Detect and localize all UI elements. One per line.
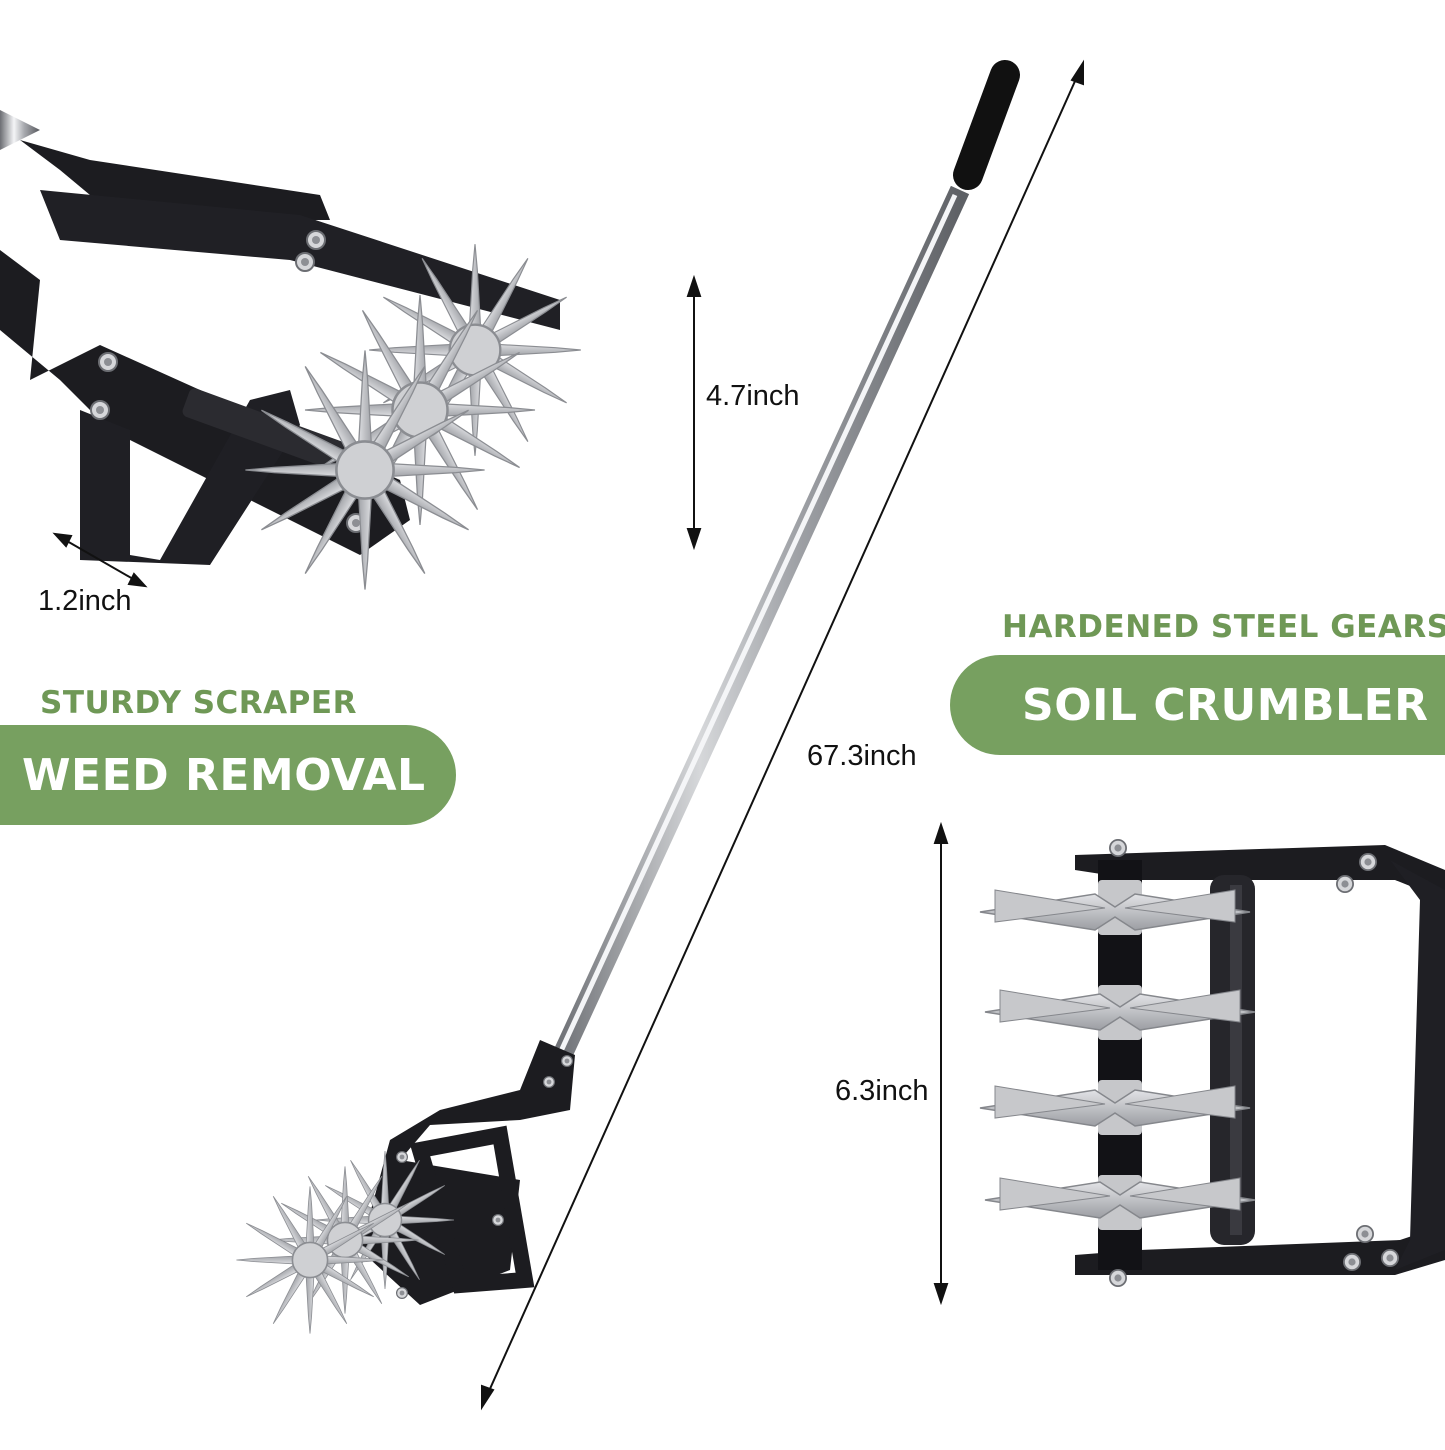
double-arrow-icon <box>52 532 148 588</box>
gear-span-label: 6.3inch <box>835 1075 929 1107</box>
head-closeup <box>0 110 581 590</box>
gear-closeup <box>979 839 1445 1287</box>
tine-width-label: 1.2inch <box>38 585 132 617</box>
feature-subtitle-right: HARDENED STEEL GEARS <box>1002 609 1445 645</box>
feature-badge-left: WEED REMOVAL <box>0 725 456 825</box>
double-arrow-icon <box>686 274 702 551</box>
feature-title-left: WEED REMOVAL <box>22 749 426 801</box>
head-height-label: 4.7inch <box>706 380 800 412</box>
double-arrow-icon <box>481 59 1084 1411</box>
feature-title-right: SOIL CRUMBLER <box>1022 679 1429 731</box>
feature-subtitle-left: STURDY SCRAPER <box>40 685 357 721</box>
full-tool <box>236 60 1020 1334</box>
double-arrow-icon <box>933 821 949 1306</box>
total-length-label: 67.3inch <box>807 740 917 772</box>
feature-badge-right: SOIL CRUMBLER <box>950 655 1445 755</box>
